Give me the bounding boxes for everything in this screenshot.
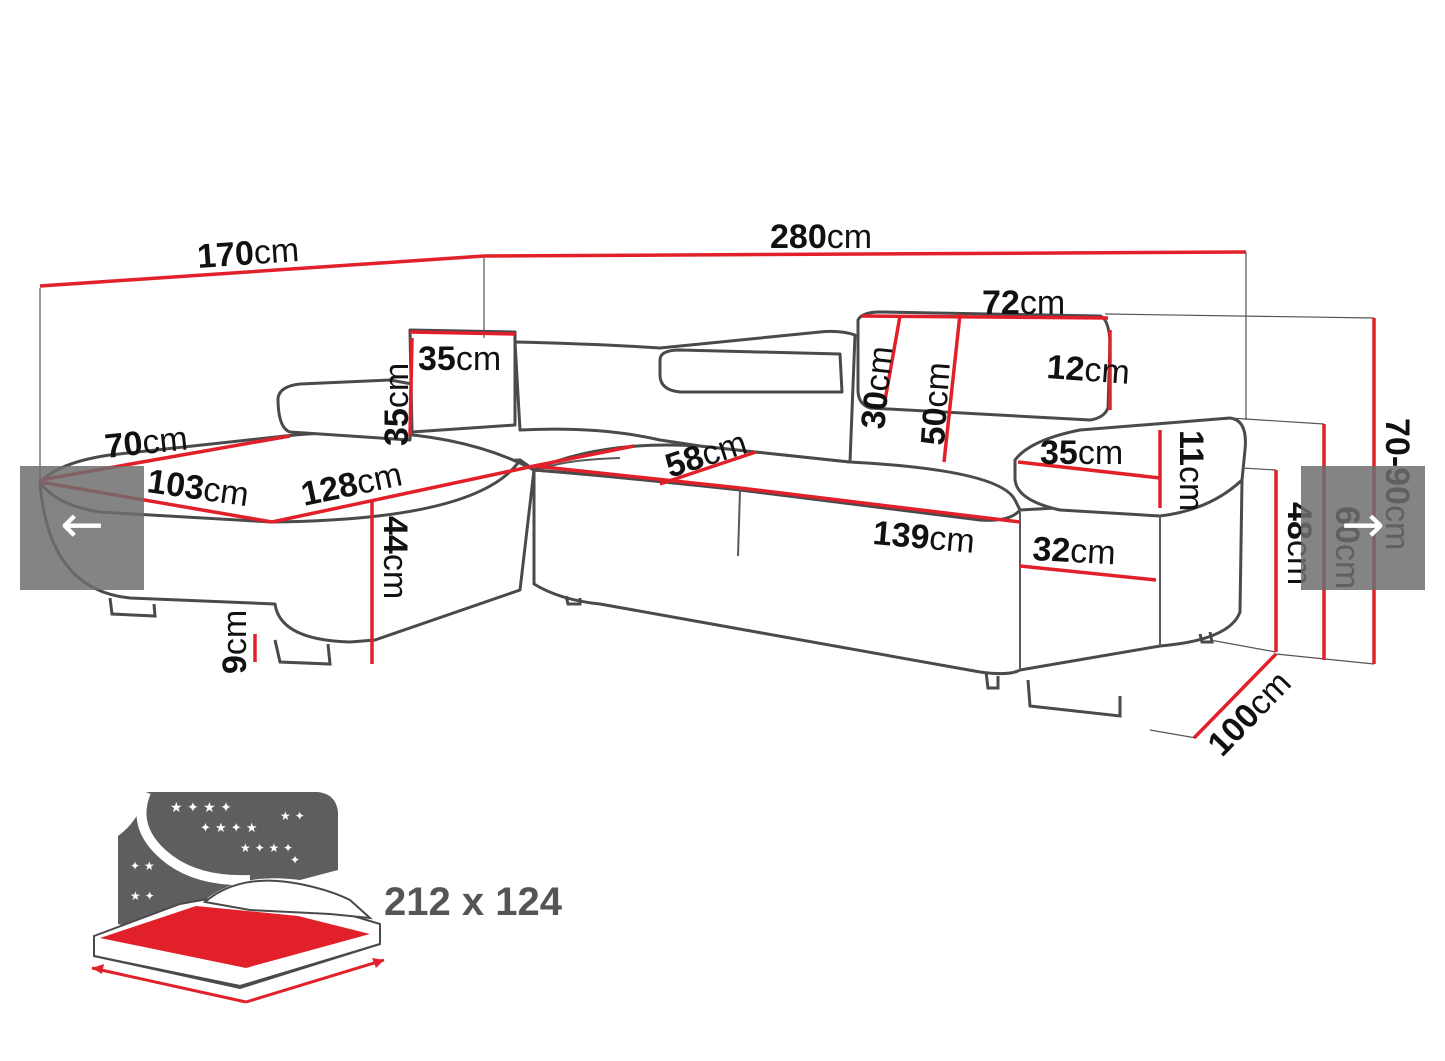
svg-text:★ ✦: ★ ✦ bbox=[280, 809, 305, 823]
label-headrest-height-50: 50cm bbox=[914, 361, 958, 447]
next-image-button[interactable]: → bbox=[1301, 466, 1425, 590]
previous-image-button[interactable]: ← bbox=[20, 466, 144, 590]
svg-text:★ ✦ ★ ✦: ★ ✦ ★ ✦ bbox=[170, 800, 232, 816]
label-seat-height: 44cm bbox=[376, 516, 414, 599]
sofa-outline bbox=[38, 310, 1247, 718]
label-headrest-depth: 12cm bbox=[1045, 348, 1131, 392]
svg-text:★ ✦ ★ ✦: ★ ✦ ★ ✦ bbox=[240, 841, 293, 855]
label-chaise-depth: 70cm bbox=[103, 419, 190, 465]
label-pillow-height: 35cm bbox=[378, 363, 416, 446]
svg-text:✦ ★: ✦ ★ bbox=[130, 859, 155, 873]
sleeping-area-icon: ★ ✦ ★ ✦ ✦ ★ ✦ ★ ★ ✦ ★ ✦ ✦ ★ ★ ✦ ★ ✦ ✦ 21… bbox=[91, 790, 563, 1004]
label-headrest-height-30: 30cm bbox=[854, 344, 900, 431]
label-leg-height: 9cm bbox=[216, 610, 254, 674]
label-pillow-width: 35cm bbox=[418, 340, 501, 378]
label-total-width: 280cm bbox=[770, 218, 872, 256]
svg-text:✦ ★ ✦ ★: ✦ ★ ✦ ★ bbox=[200, 821, 258, 836]
dimension-lines bbox=[39, 250, 1376, 740]
svg-text:✦: ✦ bbox=[290, 853, 300, 867]
label-armrest-width: 35cm bbox=[1040, 434, 1123, 472]
label-armrest-height: 11cm bbox=[1172, 430, 1210, 511]
arrow-left-icon: ← bbox=[60, 495, 104, 555]
label-chaise-length: 103cm bbox=[145, 462, 251, 514]
label-armrest-depth: 32cm bbox=[1032, 530, 1117, 572]
svg-text:★ ✦: ★ ✦ bbox=[130, 889, 155, 903]
sleeping-area-label: 212 x 124 bbox=[384, 880, 563, 924]
label-total-left: 170cm bbox=[196, 231, 300, 276]
label-headrest-width: 72cm bbox=[982, 284, 1065, 322]
label-seat-width: 139cm bbox=[871, 514, 976, 561]
arrow-right-icon: → bbox=[1341, 495, 1385, 555]
